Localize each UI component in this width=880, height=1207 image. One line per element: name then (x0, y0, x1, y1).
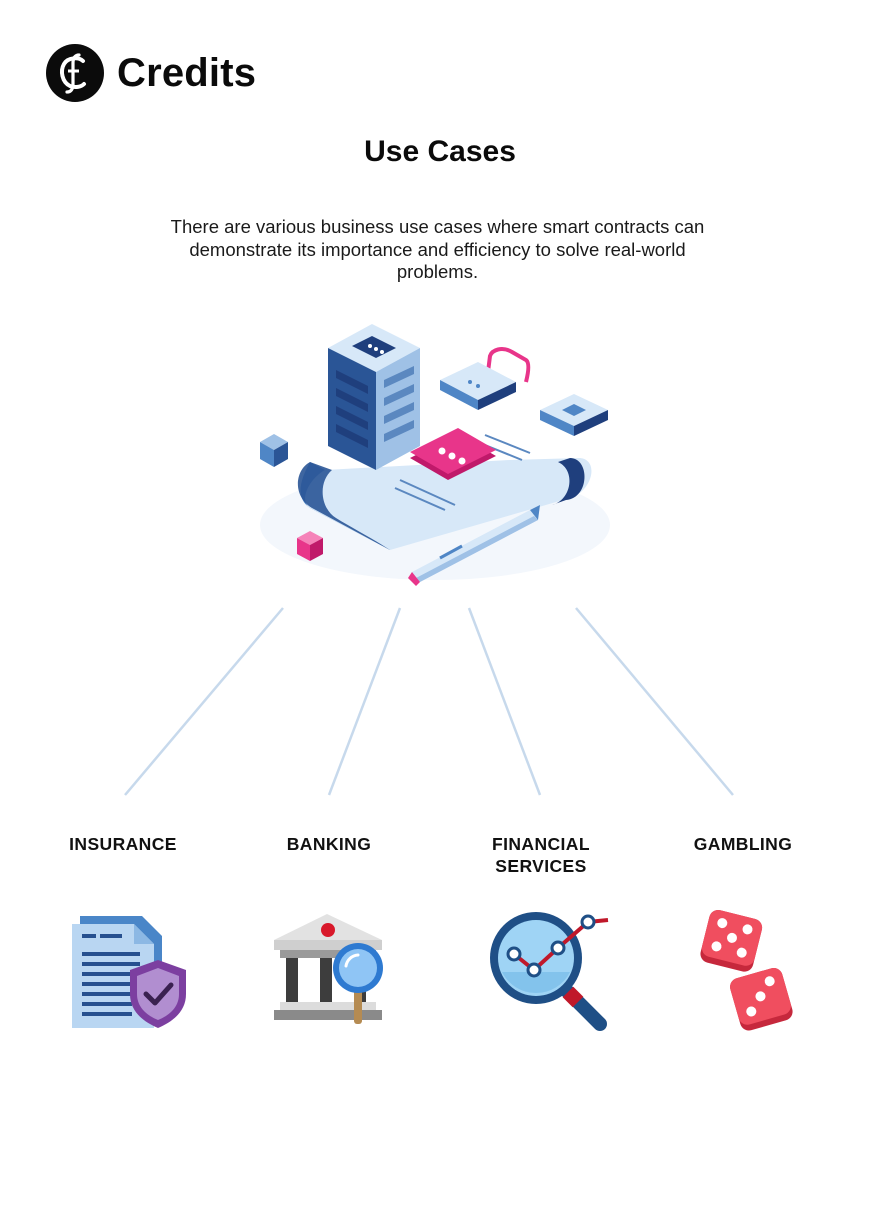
padlock-icon (440, 347, 531, 410)
contract-scroll-icon (297, 434, 592, 550)
credits-logo-icon (46, 44, 104, 102)
dice-icon (700, 909, 793, 1031)
use-case-insurance-label: INSURANCE (69, 834, 177, 854)
pink-cube-icon (297, 531, 323, 561)
use-case-gambling-label: GAMBLING (693, 834, 793, 854)
insurance-document-shield-icon (72, 916, 186, 1028)
smart-contract-illustration (260, 324, 610, 586)
connector-line (575, 607, 734, 796)
brand-name: Credits (117, 50, 257, 95)
blue-cube-icon (260, 434, 288, 467)
pink-message-card-icon (410, 428, 496, 480)
intro-text: There are various business use cases whe… (170, 216, 705, 282)
use-case-financial-services-label: FINANCIAL SERVICES (492, 834, 590, 876)
credits-logo[interactable]: Credits (46, 44, 256, 102)
financial-chart-magnifier-icon (490, 912, 609, 1031)
bank-magnifier-icon (274, 914, 383, 1024)
connector-line (124, 607, 284, 796)
page-title: Use Cases (364, 135, 516, 168)
device-box-icon (540, 394, 608, 436)
connector-line (327, 607, 402, 796)
connector-line (467, 607, 542, 796)
server-tower-icon (328, 324, 420, 470)
pen-icon (408, 505, 540, 586)
use-case-banking-label: BANKING (286, 834, 372, 854)
